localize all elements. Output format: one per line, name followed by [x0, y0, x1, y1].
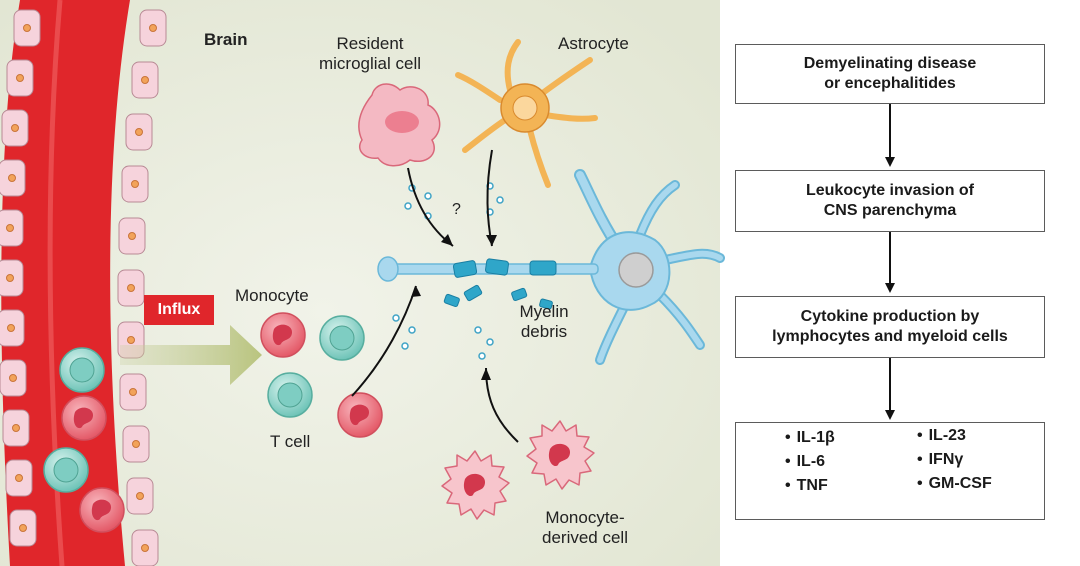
t-cell	[43, 447, 89, 493]
influx-arrow	[120, 325, 262, 385]
cytokine-item: IFNγ	[917, 448, 992, 472]
monocyte-label: Monocyte	[235, 286, 309, 305]
cytokine-item: IL-6	[785, 450, 835, 474]
monocyte	[260, 312, 306, 358]
cytokine-item: IL-1β	[785, 426, 835, 450]
monocyte	[79, 487, 125, 533]
t-cell-label: T cell	[270, 432, 311, 451]
cytokine-list-left: IL-1β IL-6 TNF	[785, 426, 835, 522]
myelin-debris	[443, 258, 557, 310]
brain-label: Brain	[204, 30, 248, 49]
monocyte	[337, 392, 383, 438]
cytokine-item: IL-23	[917, 424, 992, 448]
cytokine-item: TNF	[785, 474, 835, 498]
cytokine-list-right: IL-23 IFNγ GM-CSF	[917, 424, 992, 520]
cytokine-item: GM-CSF	[917, 472, 992, 496]
t-cell	[319, 315, 365, 361]
influx-label: Influx	[144, 295, 214, 325]
myelin-debris-label: Myelin debris	[519, 302, 569, 341]
monocyte	[61, 395, 107, 441]
astrocyte-label: Astrocyte	[558, 34, 629, 53]
question-mark: ?	[452, 201, 461, 218]
flow-step-4-cytokines	[735, 422, 1045, 520]
t-cell	[267, 372, 313, 418]
resident-microglial-label: Resident microglial cell	[318, 34, 422, 73]
monocyte-derived-label: Monocyte- derived cell	[542, 508, 628, 547]
t-cell	[59, 347, 105, 393]
